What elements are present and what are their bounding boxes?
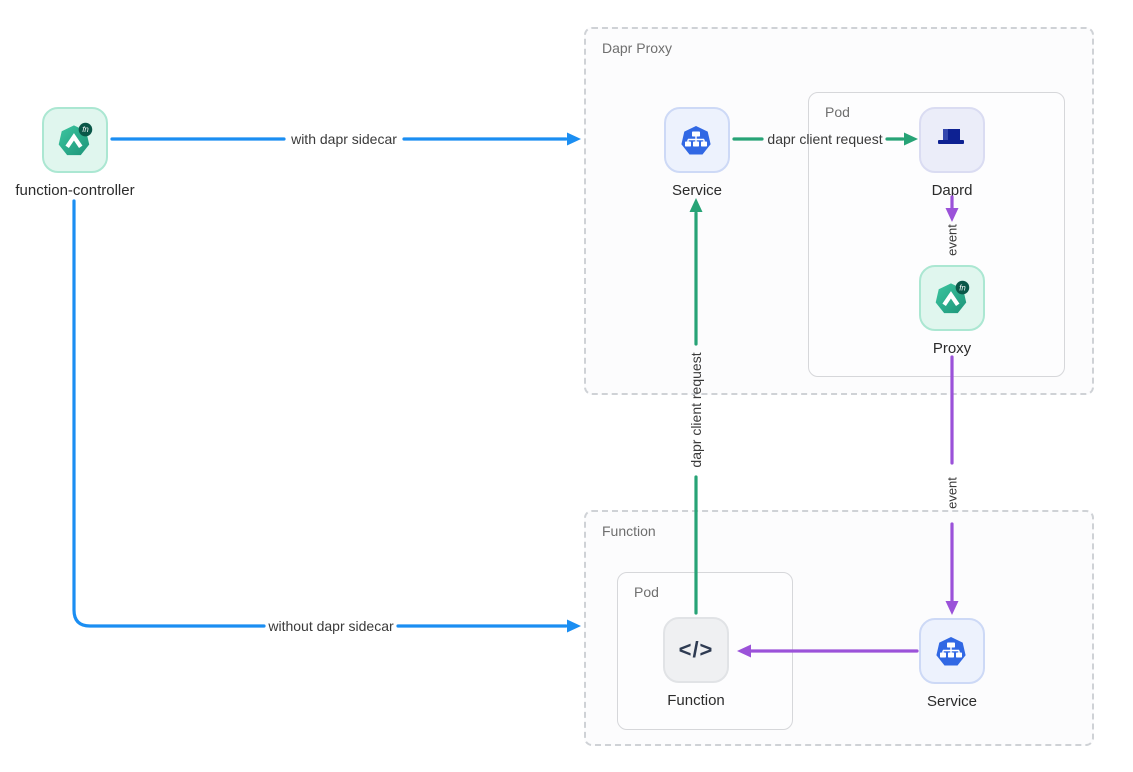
service-bottom-label: Service [926, 693, 978, 710]
openfunction-icon: fn [919, 265, 985, 331]
daprd-label: Daprd [931, 182, 973, 199]
function-controller-label: function-controller [15, 182, 135, 199]
arrowhead-right [567, 619, 581, 633]
edge-label-without-dapr-sidecar: without dapr sidecar [268, 618, 394, 634]
pod-top-label: Pod [825, 104, 850, 120]
openfunction-icon: fn [42, 107, 108, 173]
code-glyph: </> [678, 637, 714, 662]
dapr-proxy-group-label: Dapr Proxy [602, 40, 673, 56]
dapr-hat-icon [919, 107, 985, 173]
node-function-controller: fn function-controller [0, 107, 150, 199]
function-group-label: Function [602, 523, 656, 539]
service-top-label: Service [671, 182, 723, 199]
arrowhead-right [567, 132, 581, 146]
node-daprd: Daprd [877, 107, 1027, 199]
k8s-service-icon [919, 618, 985, 684]
proxy-label: Proxy [932, 340, 972, 357]
edge-label-dapr-client-request-top: dapr client request [767, 131, 883, 147]
node-service-bottom: Service [877, 618, 1027, 710]
function-node-label: Function [667, 692, 725, 709]
node-function: </> Function [621, 617, 771, 709]
fn-badge: fn [959, 283, 966, 292]
k8s-service-icon [664, 107, 730, 173]
pod-bottom-label: Pod [634, 584, 659, 600]
code-icon: </> [663, 617, 729, 683]
edge-without-dapr-sidecar [72, 199, 581, 633]
node-proxy: fn Proxy [877, 265, 1027, 357]
fn-badge: fn [82, 125, 89, 134]
edge-label-with-dapr-sidecar: with dapr sidecar [291, 131, 397, 147]
node-service-top: Service [622, 107, 772, 199]
k8s-service-glyph-icon [936, 637, 966, 666]
openfunction-logo-icon: fn [935, 280, 970, 314]
k8s-service-glyph-icon [681, 126, 711, 155]
edge-label-event-bottom: event [944, 477, 960, 509]
edge-label-event-top: event [944, 224, 960, 256]
edge-label-dapr-client-request-up: dapr client request [688, 352, 704, 468]
openfunction-logo-icon: fn [58, 122, 93, 156]
dapr-hat-glyph-icon [938, 129, 964, 144]
